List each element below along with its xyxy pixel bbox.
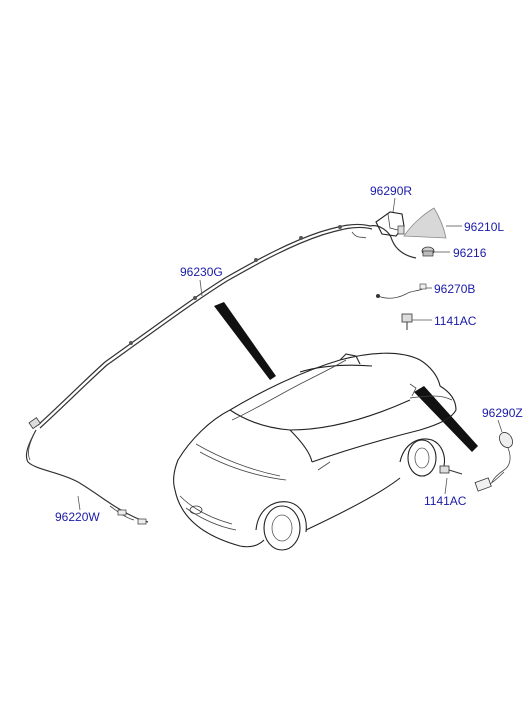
pointer-arrow-left <box>214 302 276 380</box>
nut-96216 <box>421 246 435 257</box>
label-1141ac-bottom[interactable]: 1141AC <box>424 494 467 508</box>
leader-lines <box>77 197 503 511</box>
bracket-96290r <box>375 211 405 237</box>
bracket-96290z <box>491 432 513 483</box>
label-96290z[interactable]: 96290Z <box>482 406 523 420</box>
bolt-1141ac-bottom <box>439 465 505 492</box>
bolt-1141ac-top <box>401 313 413 330</box>
label-96210l[interactable]: 96210L <box>464 220 505 234</box>
label-1141ac-top[interactable]: 1141AC <box>434 314 477 328</box>
label-96290r[interactable]: 96290R <box>370 184 413 198</box>
car-illustration <box>173 352 457 551</box>
cable-96220w <box>25 429 149 525</box>
label-96230g[interactable]: 96230G <box>180 265 223 279</box>
antenna-96210l <box>403 207 447 239</box>
label-96216[interactable]: 96216 <box>453 246 487 260</box>
label-96220w[interactable]: 96220W <box>55 510 100 524</box>
cable-96270b <box>376 283 427 299</box>
label-96270b[interactable]: 96270B <box>434 282 476 296</box>
cable-96230g <box>28 223 417 430</box>
